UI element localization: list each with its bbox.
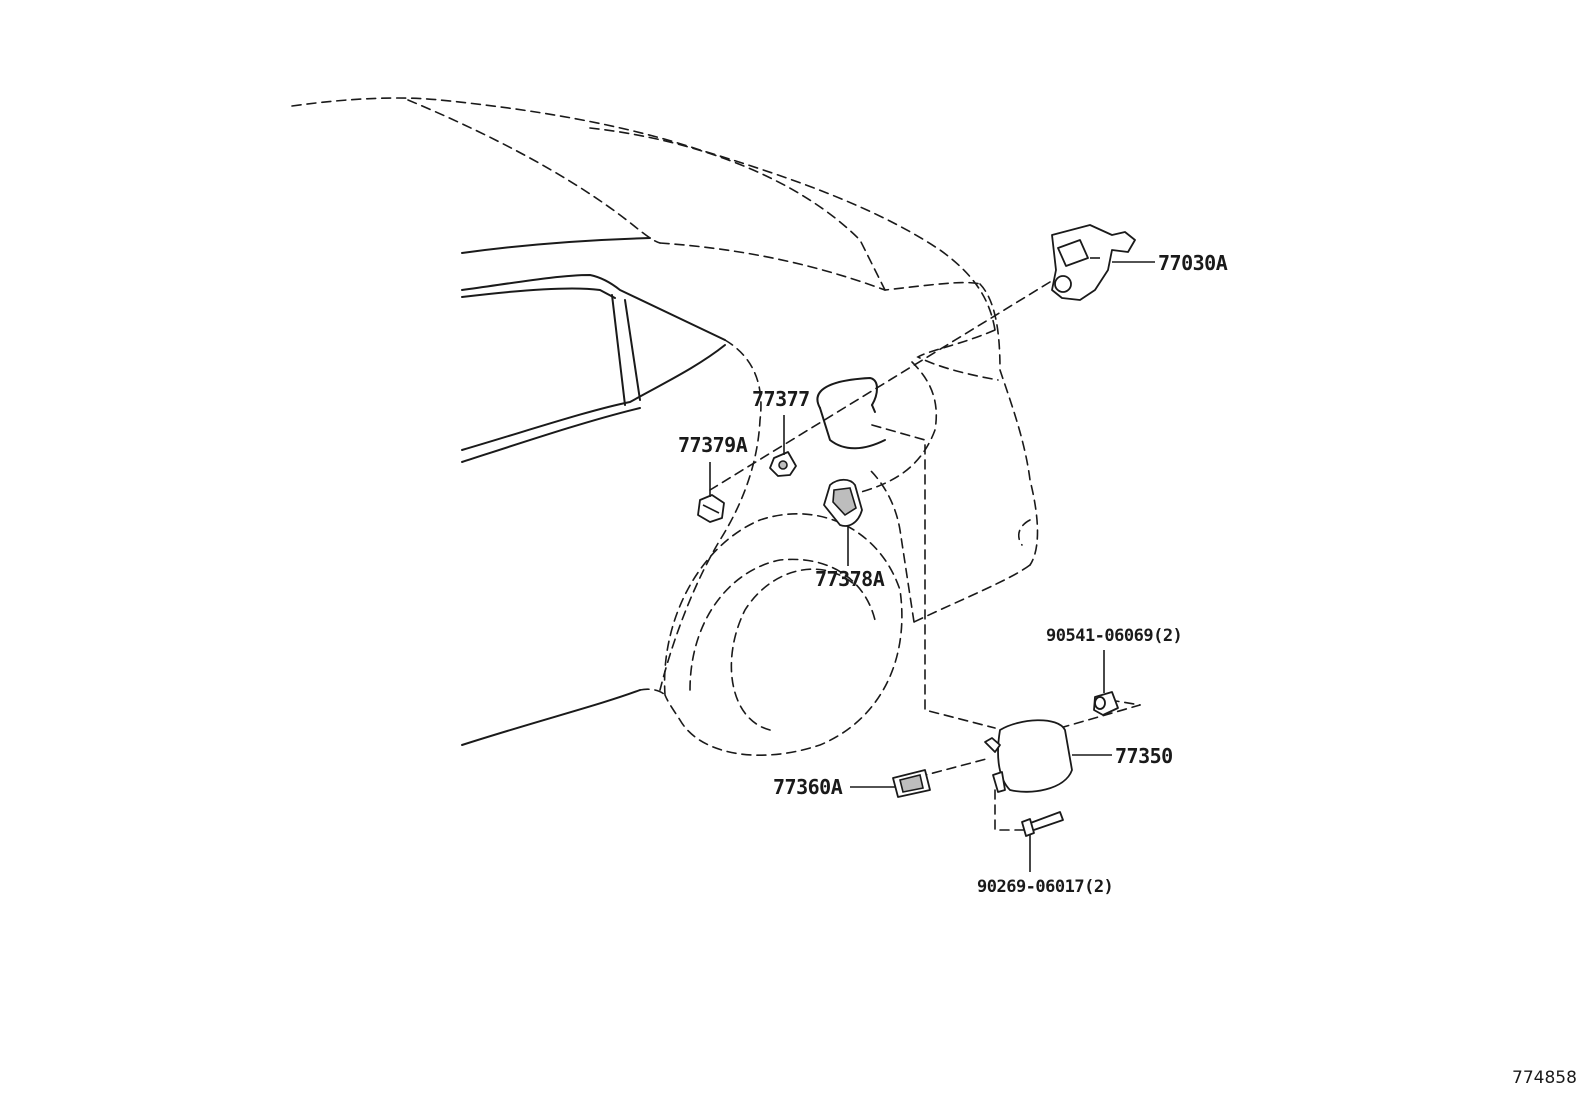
trunk-upper — [589, 127, 886, 291]
side-window-inner — [461, 287, 616, 299]
part-77378A-housing[interactable] — [823, 478, 863, 527]
line-77360A — [917, 757, 991, 778]
rear-light-mark — [1018, 519, 1031, 546]
window-sill-2 — [461, 407, 641, 463]
side-window-top — [461, 237, 651, 254]
callout-77360A: 77360A — [773, 775, 843, 799]
b-pillar-left — [611, 294, 626, 406]
callout-77030A: 77030A — [1158, 251, 1228, 275]
wheel-arch-inner — [689, 558, 876, 691]
side-character-line — [849, 361, 937, 496]
assembly-lines — [709, 281, 1141, 831]
leader-lines — [709, 261, 1155, 872]
line-fuel-door-drop — [871, 424, 996, 729]
roof-to-trunk — [659, 242, 981, 291]
side-window-frame — [461, 274, 726, 341]
callout-77377: 77377 — [752, 387, 810, 411]
b-pillar-right — [624, 299, 641, 401]
callout-90269-06017: 90269-06017(2) — [977, 877, 1113, 897]
quarter-lower — [869, 469, 915, 623]
rocker-panel — [461, 689, 641, 746]
roof-line — [291, 97, 996, 331]
wheel-arch-outer — [663, 513, 903, 756]
callout-77350: 77350 — [1115, 744, 1173, 768]
rear-tire — [730, 568, 856, 731]
diagram-id: 774858 — [1512, 1068, 1577, 1088]
part-77360A-hinge[interactable] — [892, 769, 931, 798]
part-90541-cushion[interactable] — [1093, 691, 1119, 716]
part-77350-fuel-lid[interactable] — [984, 719, 1073, 793]
part-77030A-actuator[interactable] — [1051, 224, 1136, 301]
rear-bumper — [913, 564, 1031, 623]
line-77350-right — [1059, 704, 1141, 729]
window-sill — [461, 344, 726, 451]
rear-window-line — [407, 99, 661, 244]
fuel-door-small-mark — [871, 404, 876, 413]
callout-90541-06069: 90541-06069(2) — [1046, 626, 1182, 646]
part-77379A-clip[interactable] — [697, 494, 725, 523]
part-77377-grommet[interactable] — [769, 451, 797, 477]
line-90269 — [994, 789, 1026, 831]
part-90269-rivet[interactable] — [1021, 811, 1064, 837]
trunk-lid-edge — [979, 283, 1039, 566]
rocker-panel-dash — [639, 688, 666, 696]
fuel-door-recess-lower — [819, 407, 886, 450]
callout-77379A: 77379A — [678, 433, 748, 457]
line-77030A — [709, 281, 1051, 491]
callout-77378A: 77378A — [815, 567, 885, 591]
car-body-outline — [291, 97, 1039, 756]
fuel-door-recess — [816, 377, 878, 409]
trunk-crease — [916, 329, 999, 381]
quarter-panel-edge — [659, 339, 762, 691]
